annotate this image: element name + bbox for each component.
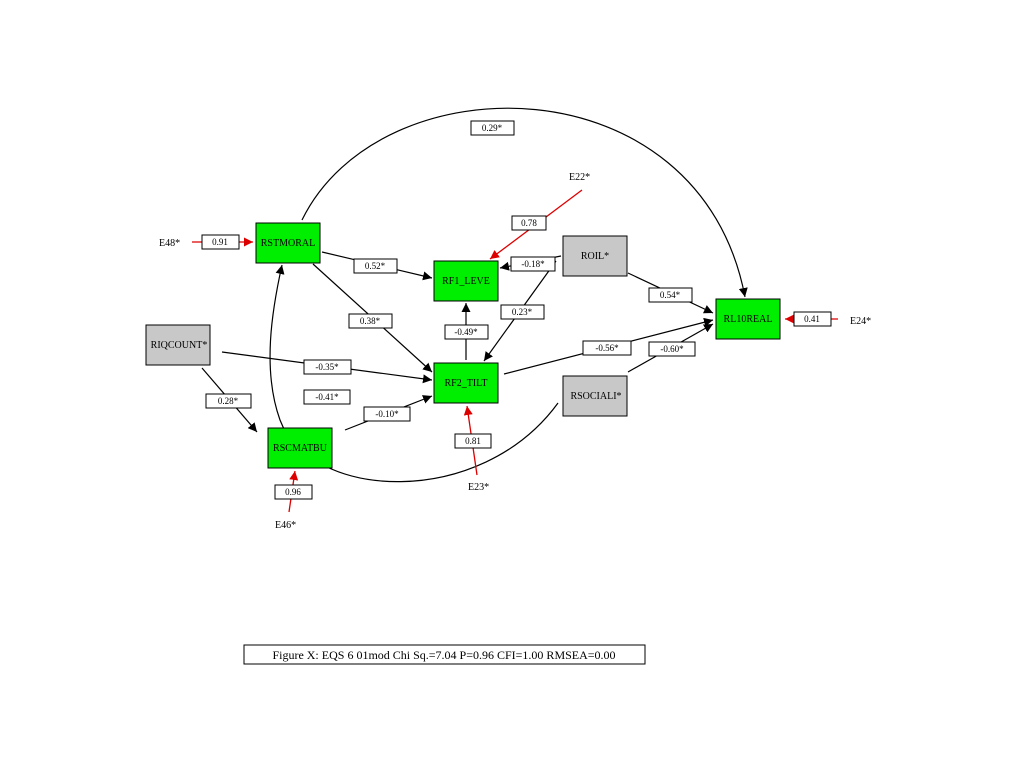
svg-text:0.38*: 0.38* [360,316,381,326]
svg-text:-0.10*: -0.10* [375,409,399,419]
svg-text:0.28*: 0.28* [218,396,239,406]
node-label: RF1_LEVE [442,276,490,287]
coef-e24-rl10real: 0.41 [793,311,832,327]
error-label-e22: E22* [569,172,590,183]
node-rstmoral: RSTMORAL [255,222,321,264]
node-label: RF2_TILT [445,378,488,389]
coef-rstmoral-rl10real: 0.29* [470,120,515,136]
svg-text:0.54*: 0.54* [660,290,681,300]
svg-text:0.91: 0.91 [212,237,228,247]
coef-rstmoral-rf2: 0.38* [348,313,393,329]
coef-riqcount-rscmatbu: 0.28* [205,393,252,409]
error-label-e23: E23* [468,482,489,493]
node-label: RSOCIALI* [570,391,621,402]
node-roil: ROIL* [562,235,628,277]
coef-e46-rscmatbu: 0.96 [274,484,313,500]
path-rstmoral-rl10real [301,107,748,298]
svg-text:-0.60*: -0.60* [660,344,684,354]
coef-rstmoral-rf1: 0.52* [353,258,398,274]
node-label: RL10REAL [724,314,773,325]
node-rl10real: RL10REAL [715,298,781,340]
svg-text:-0.56*: -0.56* [595,343,619,353]
svg-text:0.96: 0.96 [285,487,301,497]
error-label-e48: E48* [159,238,180,249]
svg-text:0.81: 0.81 [465,436,481,446]
coef-e48-rstmoral: 0.91 [201,234,240,250]
node-label: ROIL* [581,251,609,262]
coef-e23-rf2: 0.81 [454,433,492,449]
coef-roil-rl10real: 0.54* [648,287,693,303]
svg-text:-0.49*: -0.49* [454,327,478,337]
svg-text:-0.41*: -0.41* [315,392,339,402]
svg-text:0.41: 0.41 [804,314,820,324]
svg-text:-0.18*: -0.18* [521,259,545,269]
coef-rf2-rl10real: -0.56* [582,340,632,356]
caption-text: Figure X: EQS 6 01mod Chi Sq.=7.04 P=0.9… [272,648,615,662]
node-rscmatbu: RSCMATBU [267,427,333,469]
coef-roil-rf2: 0.23* [500,304,545,320]
svg-text:0.29*: 0.29* [482,123,503,133]
coef-riqcount-rf2: -0.35* [303,359,352,375]
node-riqcount: RIQCOUNT* [145,324,211,366]
figure-caption: Figure X: EQS 6 01mod Chi Sq.=7.04 P=0.9… [243,644,646,665]
node-rsociali: RSOCIALI* [562,375,628,417]
svg-text:0.78: 0.78 [521,218,537,228]
node-rf2-tilt: RF2_TILT [433,362,499,404]
svg-text:0.23*: 0.23* [512,307,533,317]
coef-rsociali-rl10real: -0.60* [648,341,696,357]
coef-rscmatbu-rf2: -0.10* [363,406,411,422]
coef-rf2-rf1: -0.49* [444,324,489,340]
coef-roil-rf1: -0.18* [510,256,556,272]
node-label: RIQCOUNT* [151,340,208,351]
coef-rsociali-rstmoral: -0.41* [303,389,351,405]
error-label-e24: E24* [850,316,871,327]
node-label: RSCMATBU [273,443,328,454]
coef-e22-rf1: 0.78 [511,215,547,231]
svg-text:0.52*: 0.52* [365,261,386,271]
node-rf1-leve: RF1_LEVE [433,260,499,302]
node-label: RSTMORAL [261,238,315,249]
error-label-e46: E46* [275,520,296,531]
svg-text:-0.35*: -0.35* [315,362,339,372]
